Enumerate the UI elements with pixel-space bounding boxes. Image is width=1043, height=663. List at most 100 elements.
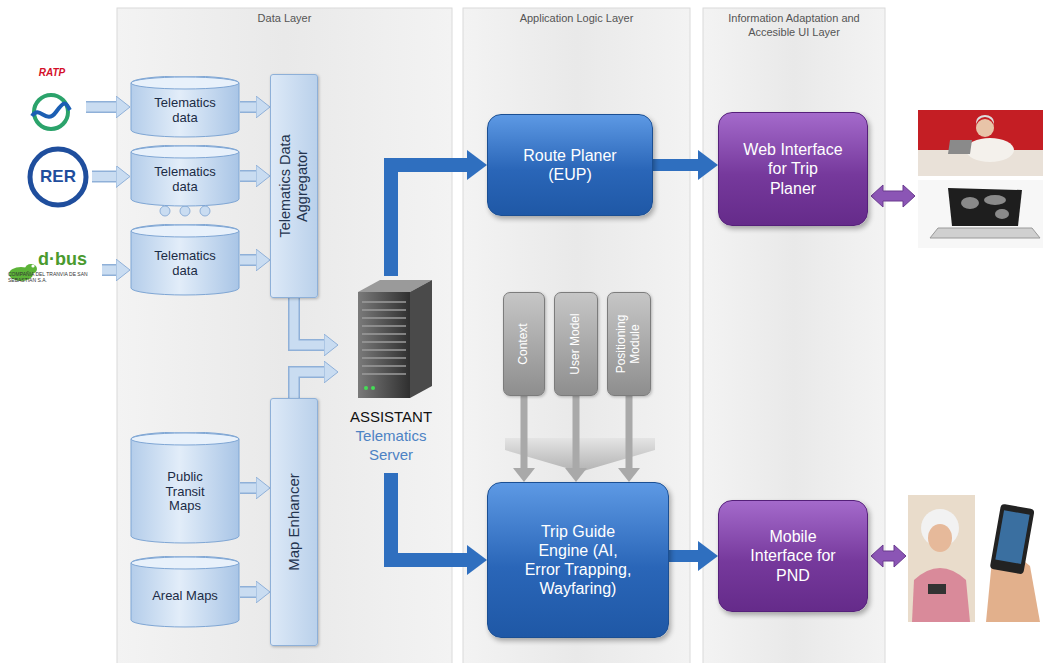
server-slot	[362, 325, 406, 327]
process-box: Route Planer (EUP)	[487, 114, 653, 216]
connector-outline	[86, 101, 116, 113]
connector-outline	[240, 101, 256, 113]
cylinder-top	[131, 225, 239, 237]
server-led	[371, 386, 375, 390]
connector-arrow	[391, 473, 467, 560]
text-group: Areal Maps	[144, 585, 226, 608]
text-group: ASSISTANTTelematics Server	[338, 404, 444, 468]
photo-person-head	[976, 119, 994, 137]
connector-line	[521, 396, 528, 468]
node-label: Trip Guide Engine (AI, Error Trapping, W…	[522, 522, 634, 599]
process-box: Trip Guide Engine (AI, Error Trapping, W…	[487, 482, 669, 638]
connector-line	[669, 550, 698, 562]
photo-map-blob	[984, 195, 1006, 205]
node-label: Route Planer (EUP)	[514, 146, 626, 184]
connector-line	[92, 172, 116, 181]
database-cylinder: Telematics data	[130, 145, 240, 207]
connector-line	[240, 103, 256, 112]
connector-arrow	[653, 165, 698, 166]
layer-band: Information Adaptation and Accesible UI …	[703, 8, 885, 663]
photo-laptop-screen	[948, 188, 1022, 226]
input-bar: User Model	[554, 292, 598, 396]
text-group: d·busCOMPAÑIA DEL TRANVIA DE SAN SEBASTI…	[8, 249, 102, 283]
photo-laptop-base	[930, 228, 1040, 238]
connector-outline	[240, 586, 256, 598]
connector-arrow	[240, 176, 256, 177]
server-slot	[362, 317, 406, 319]
connector-arrow	[240, 488, 256, 489]
connector-line	[391, 165, 467, 276]
text-group: Data Layer	[117, 8, 452, 30]
connector-outline	[102, 264, 116, 276]
connector-line	[294, 298, 324, 345]
server-slot	[362, 301, 406, 303]
text-group: Map Enhancer	[281, 414, 306, 630]
connector-arrow	[240, 107, 256, 108]
node-label: ASSISTANT	[346, 408, 436, 427]
connector-outline	[240, 482, 256, 494]
cylinder-top	[131, 557, 239, 569]
database-cylinder: Public Transit Maps	[130, 432, 240, 544]
text-group: Positioning Module	[611, 291, 647, 397]
text-group: Information Adaptation and Accesible UI …	[703, 8, 885, 44]
photo-woman-ground	[908, 495, 975, 622]
cylinder-body	[131, 432, 239, 543]
text-group: Telematics data	[137, 245, 233, 283]
module-box: Telematics Data Aggregator	[270, 74, 318, 298]
double-arrow	[871, 545, 906, 567]
cylinder-top	[131, 77, 239, 89]
photo-person-hair	[976, 115, 994, 126]
photo-woman-face	[928, 524, 952, 552]
node-label: RER	[40, 167, 76, 187]
logo-ring	[30, 149, 86, 205]
connector-line	[573, 396, 580, 468]
connector-outline	[294, 298, 324, 345]
text-group: Web Interface for Trip Planer	[735, 136, 851, 202]
text-group: Route Planer (EUP)	[506, 142, 634, 188]
band-background	[703, 8, 885, 663]
connector-arrow	[576, 396, 577, 468]
node-label: COMPAÑIA DEL TRANVIA DE SAN SEBASTIAN S.…	[8, 271, 102, 283]
ratp-logo-wave	[32, 103, 70, 116]
node-label: Application Logic Layer	[471, 12, 682, 26]
node-label: Web Interface for Trip Planer	[743, 140, 843, 198]
photo-map-blob	[995, 209, 1009, 219]
ellipsis-dot	[200, 206, 210, 216]
connector-arrow	[524, 396, 525, 468]
photo-sofa-ground	[918, 110, 1043, 176]
input-bar: Context	[503, 292, 545, 396]
connector-arrow	[240, 260, 256, 261]
connector-line	[240, 588, 256, 597]
interface-box: Web Interface for Trip Planer	[718, 112, 868, 226]
node-label: Data Layer	[125, 12, 444, 26]
connector-line	[240, 484, 256, 493]
ellipsis-dot	[180, 206, 190, 216]
photo-woman-phone	[928, 584, 946, 594]
connector-line	[240, 172, 256, 181]
connector-arrow	[294, 298, 324, 345]
connector-line	[240, 256, 256, 265]
connector-arrow	[240, 592, 256, 593]
server-slot	[362, 373, 406, 375]
node-label: Context	[517, 296, 531, 392]
text-group: RATP	[18, 67, 86, 78]
connector-line	[102, 266, 116, 275]
text-group: Context	[513, 288, 535, 400]
photo-map-blob	[961, 197, 979, 209]
photo-phone-screen	[995, 510, 1029, 564]
server-slot	[362, 341, 406, 343]
layer-band: Application Logic LayerRoute Planer (EUP…	[463, 8, 690, 663]
connector-arrow	[391, 165, 467, 276]
node-label: Telematics Data Aggregator	[277, 111, 310, 261]
text-group: Trip Guide Engine (AI, Error Trapping, W…	[514, 518, 642, 603]
text-group: Telematics Data Aggregator	[273, 103, 314, 269]
database-cylinder: Areal Maps	[130, 556, 240, 628]
photo-laptop-ground	[918, 180, 1043, 248]
text-group: Telematics data	[137, 92, 233, 130]
connector-arrow	[294, 372, 324, 398]
node-label: Telematics data	[145, 165, 225, 195]
text-group: Public Transit Maps	[147, 466, 223, 519]
connector-arrow	[629, 396, 630, 468]
